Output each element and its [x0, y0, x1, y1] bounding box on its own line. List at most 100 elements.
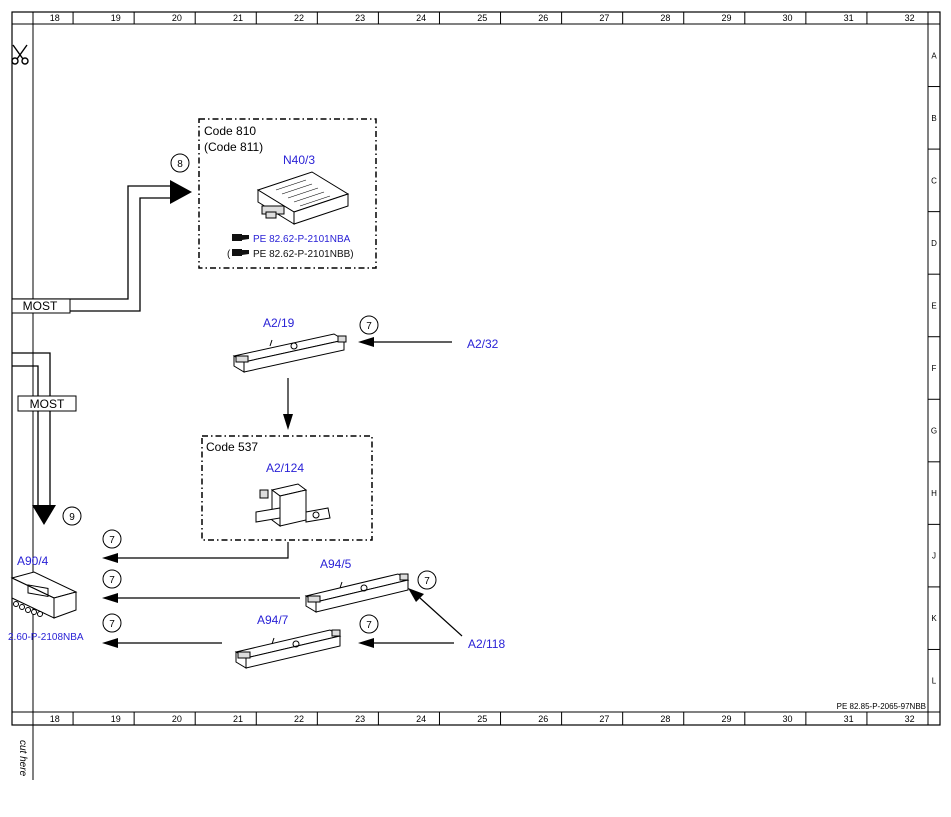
column-label-bottom: 20 — [172, 714, 182, 724]
most-bus-upper — [12, 185, 170, 312]
a90-4-module — [10, 571, 78, 619]
callout-7-a94-7-label: 7 — [366, 620, 372, 631]
code-537-box — [201, 435, 373, 541]
row-label: K — [931, 614, 937, 623]
document-reference-icon — [232, 234, 249, 241]
n40-3-ref-standard: PE 82.62-P-2101NBA — [253, 234, 351, 245]
n40-3-module — [256, 171, 350, 225]
column-label-top: 25 — [477, 13, 487, 23]
most-label-upper: MOST — [23, 299, 58, 313]
code-810-label: Code 810 — [204, 124, 256, 138]
a2-118-label: A2/118 — [468, 637, 505, 651]
callout-8-label: 8 — [177, 159, 183, 170]
column-label-bottom: 18 — [50, 714, 60, 724]
a2-124-module — [255, 483, 331, 527]
column-label-top: 22 — [294, 13, 304, 23]
row-label: G — [931, 427, 937, 436]
column-label-bottom: 32 — [905, 714, 915, 724]
column-label-bottom: 28 — [660, 714, 670, 724]
most-label-box-upper — [11, 298, 71, 314]
column-label-top: 32 — [905, 13, 915, 23]
column-label-bottom: 24 — [416, 714, 426, 724]
a90-4-label: A90/4 — [17, 554, 49, 568]
code-537-label: Code 537 — [206, 440, 258, 454]
column-labels-bottom: 18 19 20 21 22 23 24 25 26 27 28 29 30 31 32 — [50, 714, 915, 724]
most-bus-lower — [12, 352, 51, 505]
column-label-bottom: 31 — [844, 714, 854, 724]
callout-7-a2-19-label: 7 — [366, 321, 372, 332]
row-label: F — [932, 364, 937, 373]
a94-5-antenna-module — [304, 573, 410, 613]
column-label-bottom: 30 — [783, 714, 793, 724]
column-label-bottom: 19 — [111, 714, 121, 724]
a2-19-antenna-module — [232, 333, 347, 373]
callout-7-a94-7 — [359, 614, 379, 634]
column-label-bottom: 23 — [355, 714, 365, 724]
most-label-box-lower — [17, 395, 77, 412]
callout-7-a90-low-label: 7 — [109, 619, 115, 630]
callout-7-a90-low — [102, 613, 122, 633]
callout-9-label: 9 — [69, 512, 75, 523]
callout-7-a94-5 — [417, 570, 437, 590]
cut-here-text: cut here — [17, 740, 28, 777]
callout-8 — [170, 153, 190, 173]
a2-118-to-a94-7-arrowhead — [358, 638, 374, 648]
callout-7-a90-mid — [102, 569, 122, 589]
a2-118-to-a94-5-arrowhead — [408, 588, 424, 602]
code-811-label: (Code 811) — [204, 140, 263, 154]
row-label: J — [932, 552, 936, 561]
column-label-bottom: 21 — [233, 714, 243, 724]
scissors-icon — [11, 44, 29, 65]
column-label-bottom: 26 — [538, 714, 548, 724]
column-label-top: 18 — [50, 13, 60, 23]
column-label-top: 24 — [416, 13, 426, 23]
a2-32-label: A2/32 — [467, 337, 499, 351]
a2-19-to-a2-124-arrowhead — [283, 414, 293, 430]
column-label-top: 27 — [599, 13, 609, 23]
column-label-top: 19 — [111, 13, 121, 23]
a2-19-label: A2/19 — [263, 316, 295, 330]
n40-3-ref-optional: PE 82.62-P-2101NBB) — [253, 249, 354, 260]
column-label-top: 30 — [783, 13, 793, 23]
a90-4-doc-ref: 2.60-P-2108NBA — [8, 632, 84, 643]
column-label-top: 29 — [721, 13, 731, 23]
column-label-top: 26 — [538, 13, 548, 23]
callout-9 — [62, 506, 82, 526]
n40-3-ref-paren: ( — [227, 249, 231, 260]
code-810-box — [198, 118, 377, 269]
a94-5-label: A94/5 — [320, 557, 352, 571]
a94-5-to-a90-4-arrowhead — [102, 593, 118, 603]
row-label: E — [931, 301, 936, 310]
callout-7-a90-top — [102, 529, 122, 549]
callout-7-a2-19 — [359, 315, 379, 335]
document-reference-icon — [232, 249, 249, 256]
page-reference: PE 82.85-P-2065-97NBB — [837, 702, 926, 711]
row-label: C — [931, 176, 937, 185]
frame-border — [11, 11, 941, 726]
row-label: B — [931, 114, 936, 123]
a2-32-arrowhead — [358, 337, 374, 347]
a2-124-label: A2/124 — [266, 461, 304, 475]
n40-3-label: N40/3 — [283, 153, 315, 167]
a2-124-to-a90-4-line — [118, 542, 289, 559]
a94-7-to-a90-4-arrowhead — [102, 638, 118, 648]
most-label-lower: MOST — [30, 397, 65, 411]
a94-7-label: A94/7 — [257, 613, 289, 627]
row-label: H — [931, 489, 937, 498]
column-label-top: 20 — [172, 13, 182, 23]
column-label-bottom: 27 — [599, 714, 609, 724]
a2-118-to-a94-5-line — [419, 597, 463, 637]
most-bus-lower-arrowhead — [32, 505, 56, 525]
column-label-bottom: 22 — [294, 714, 304, 724]
callout-7-a94-5-label: 7 — [424, 576, 430, 587]
row-label: A — [931, 51, 937, 60]
row-label: D — [931, 239, 937, 248]
column-label-top: 23 — [355, 13, 365, 23]
column-label-top: 31 — [844, 13, 854, 23]
a94-7-antenna-module — [234, 629, 342, 669]
column-label-bottom: 25 — [477, 714, 487, 724]
a2-124-to-a90-4-arrowhead — [102, 553, 118, 563]
column-label-bottom: 29 — [721, 714, 731, 724]
